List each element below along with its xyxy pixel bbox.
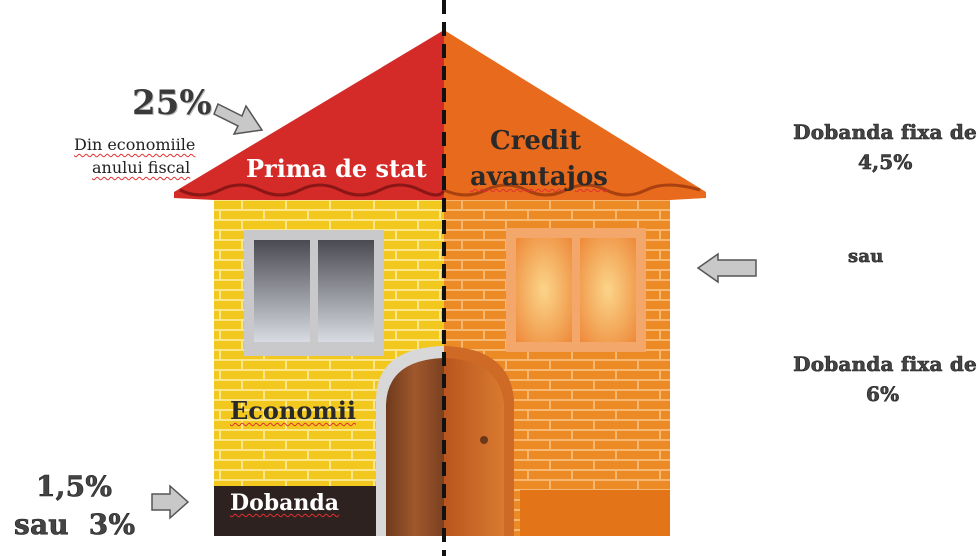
right-base-strip (520, 490, 670, 536)
right-roof (444, 30, 706, 200)
door-knob (480, 436, 488, 444)
right-window (506, 228, 646, 352)
base-label-dobanda: Dobanda (230, 490, 340, 516)
note-line-2: anului fiscal (92, 158, 191, 177)
rate-option-2-line-1: Dobanda fixa de (793, 352, 977, 376)
arrow-to-base-icon (151, 484, 190, 520)
rate-line-2: sau 3% (14, 508, 136, 541)
roof-label-credit: Credit (490, 126, 581, 156)
arrow-to-roof-icon (213, 102, 264, 135)
door (376, 346, 514, 536)
rate-line-1: 1,5% (36, 470, 113, 503)
roof-label-prima-de-stat: Prima de stat (246, 154, 427, 183)
left-roof (174, 30, 444, 200)
arrow-to-house-icon (696, 252, 757, 284)
wall-label-economii: Economii (230, 396, 356, 425)
roof-label-avantajos: avantajos (470, 162, 608, 192)
left-base-strip (214, 486, 380, 536)
percent-25-label: 25% (132, 83, 212, 123)
rate-option-1-line-2: 4,5% (858, 150, 913, 174)
note-line-1: Din economiile (74, 135, 196, 154)
left-window (244, 230, 384, 356)
rate-option-1-line-1: Dobanda fixa de (793, 120, 977, 144)
rate-option-2-line-2: 6% (866, 382, 900, 406)
or-label: sau (848, 246, 884, 267)
